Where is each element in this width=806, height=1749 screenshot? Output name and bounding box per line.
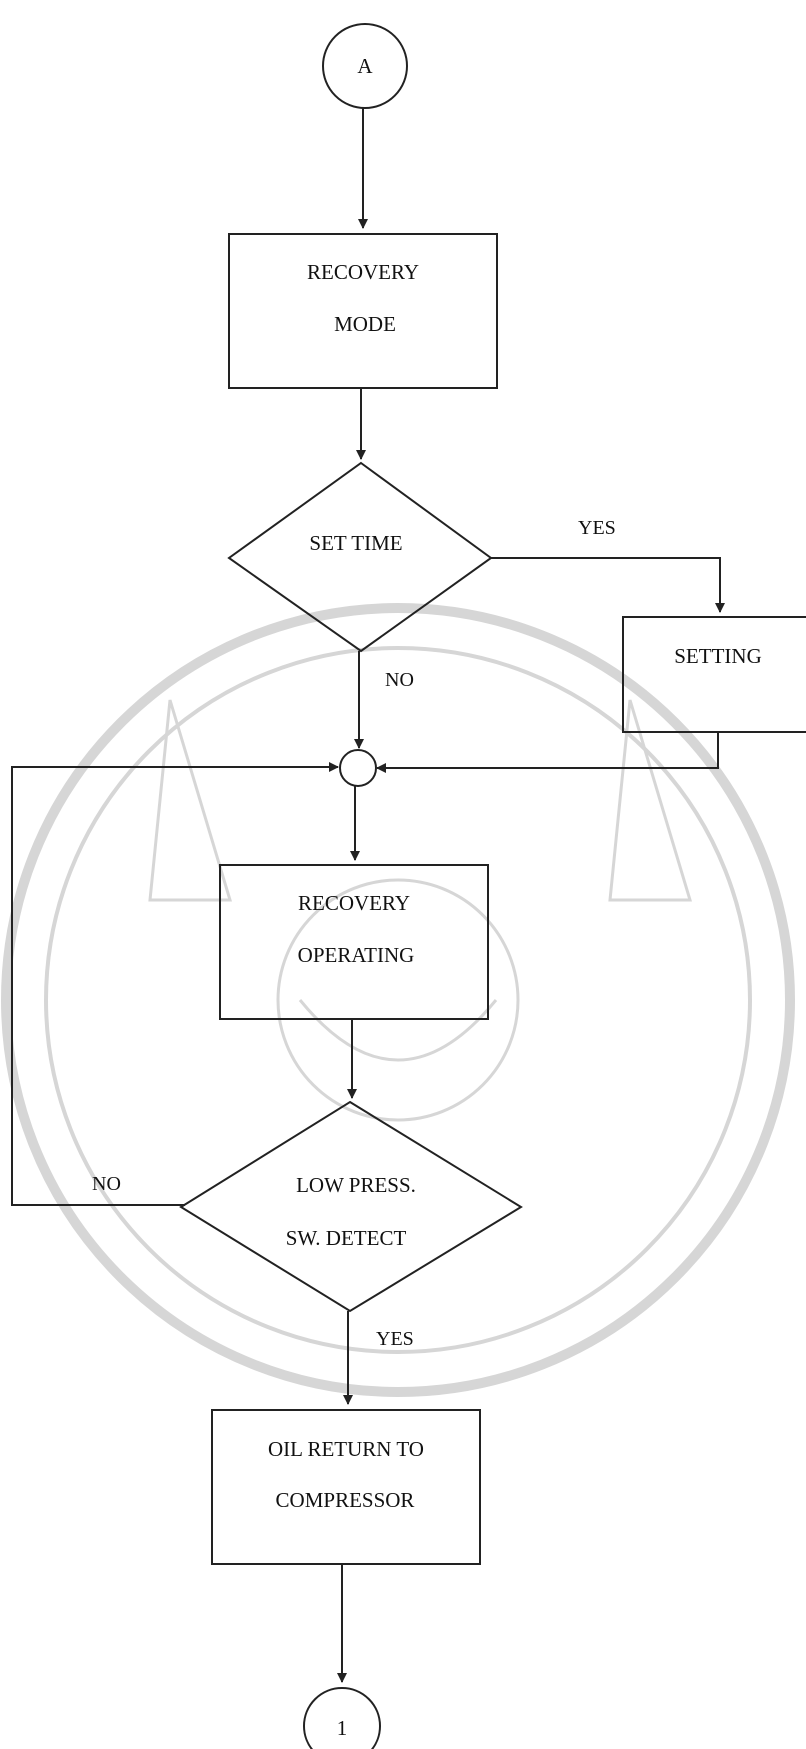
recovery-mode-line1: RECOVERY [307,260,419,284]
arrow-loop-to-junction [11,762,339,1206]
no-label-settime: NO [385,669,414,691]
set-time-decision: SET TIME [227,461,493,653]
recovery-operating-line2: OPERATING [298,943,415,967]
junction-connector [339,749,377,787]
yes-label-lowpress: YES [376,1328,414,1350]
set-time-label: SET TIME [309,531,402,555]
oil-return-line2: COMPRESSOR [276,1488,415,1512]
oil-return-line1: OIL RETURN TO [268,1437,424,1461]
connector-a-label: A [357,54,373,78]
recovery-mode-line2: MODE [334,312,396,336]
connector-a: A [322,23,408,109]
connector-1: 1 [303,1687,381,1749]
low-press-line1: LOW PRESS. [296,1173,416,1197]
recovery-operating-box: RECOVERY OPERATING [219,864,489,1020]
arrow-setting-to-junction [376,732,719,773]
recovery-mode-box: RECOVERY MODE [228,233,498,389]
low-press-decision: LOW PRESS. SW. DETECT [179,1100,523,1313]
oil-return-box: OIL RETURN TO COMPRESSOR [211,1409,481,1565]
recovery-operating-line1: RECOVERY [298,891,410,915]
no-label-lowpress: NO [92,1173,121,1195]
yes-label-settime: YES [578,517,616,539]
connector-1-label: 1 [337,1716,348,1740]
setting-box: SETTING [622,616,806,733]
setting-label: SETTING [674,644,762,668]
arrow-yes-to-setting [491,557,725,613]
seal-watermark-icon [1,603,795,1397]
low-press-line2: SW. DETECT [286,1226,407,1250]
